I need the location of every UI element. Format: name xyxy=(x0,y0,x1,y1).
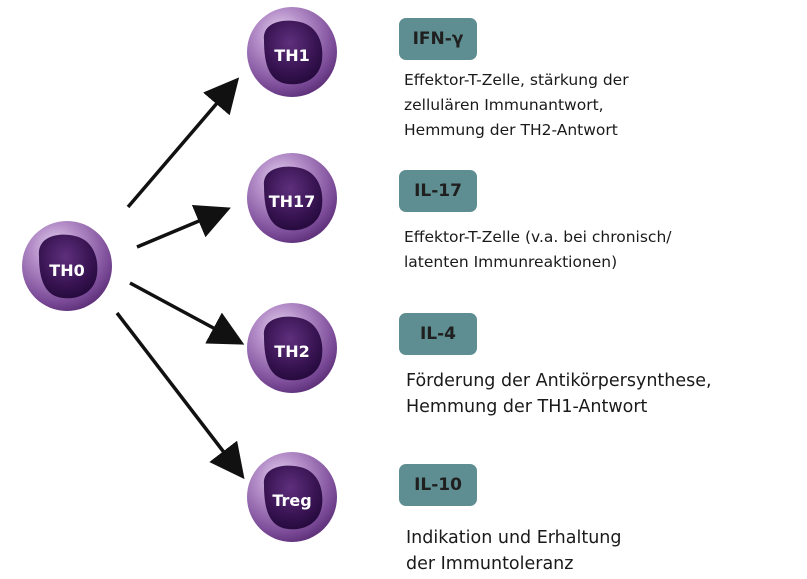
arrow-th0-th1 xyxy=(126,77,240,209)
cell-label-treg: Treg xyxy=(272,491,311,510)
cell-label-th17: TH17 xyxy=(269,192,316,211)
cell-th2: TH2 xyxy=(247,303,337,393)
cytokine-badge-il-17: IL-17 xyxy=(399,170,477,212)
cytokine-badge-ifn-gamma: IFN-γ xyxy=(399,18,477,60)
description-line: latenten Immunreaktionen) xyxy=(404,253,618,271)
description-line: Hemmung der TH1-Antwort xyxy=(406,397,648,417)
cell-th0: TH0 xyxy=(22,221,112,311)
cytokine-badge-il-4: IL-4 xyxy=(399,313,477,355)
description-line: Effektor-T-Zelle (v.a. bei chronisch/ xyxy=(404,228,672,246)
cell-th1: TH1 xyxy=(247,7,337,97)
arrow-th0-treg xyxy=(115,311,245,480)
description-th1: Effektor-T-Zelle, stärkung der zelluläre… xyxy=(404,68,629,143)
arrow-th0-th2 xyxy=(129,281,245,345)
description-line: Hemmung der TH2-Antwort xyxy=(404,121,618,139)
description-line: Effektor-T-Zelle, stärkung der xyxy=(404,71,629,89)
description-treg: Indikation und Erhaltung der Immuntolera… xyxy=(406,525,622,577)
cell-label-th2: TH2 xyxy=(274,342,309,361)
cell-treg: Treg xyxy=(247,452,337,542)
arrows xyxy=(115,77,245,480)
cell-label-th1: TH1 xyxy=(274,46,309,65)
cell-label-th0: TH0 xyxy=(49,261,84,280)
cell-th17: TH17 xyxy=(247,153,337,243)
description-line: Indikation und Erhaltung xyxy=(406,528,622,548)
description-line: zellulären Immunantwort, xyxy=(404,96,604,114)
arrow-th0-th17 xyxy=(136,204,231,249)
description-th17: Effektor-T-Zelle (v.a. bei chronisch/ la… xyxy=(404,225,672,275)
description-line: der Immuntoleranz xyxy=(406,554,574,574)
description-line: Förderung der Antikörpersynthese, xyxy=(406,371,712,391)
description-th2: Förderung der Antikörpersynthese, Hemmun… xyxy=(406,368,712,420)
cytokine-badge-il-10: IL-10 xyxy=(399,464,477,506)
